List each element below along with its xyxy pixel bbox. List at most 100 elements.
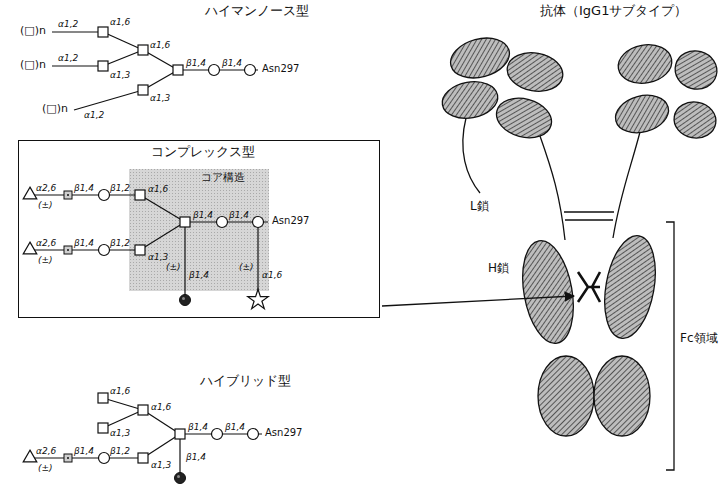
sugar-sq <box>135 245 145 255</box>
linkage-label: β1,4 <box>225 422 245 432</box>
sugar-ci <box>253 217 264 228</box>
sugar-ci <box>99 245 110 256</box>
domain-ellipse <box>671 99 719 142</box>
linkage-label: α1,6 <box>110 17 130 27</box>
sugar-sqs <box>64 454 72 462</box>
linkage-label: (□)n <box>20 25 46 38</box>
linkage-label: α2,6 <box>36 238 56 248</box>
fc-bracket <box>666 222 674 470</box>
domain-ellipse <box>611 90 672 139</box>
linkage-label: (±) <box>166 262 181 272</box>
sugar-sqs <box>64 191 72 199</box>
linkage-label: β1,4 <box>74 183 94 193</box>
glycosidic-bond <box>30 194 140 195</box>
linkage-label: α1,6 <box>150 40 170 50</box>
linkage-label: α1,3 <box>110 428 130 438</box>
sugar-ci <box>99 453 110 464</box>
core-shade-rect <box>129 169 269 291</box>
sugar-sq <box>98 423 108 433</box>
linkage-label: α1,6 <box>148 184 168 194</box>
sugar-sq <box>98 393 108 403</box>
linkage-label: α1,3 <box>151 460 171 470</box>
linkage-label: Asn297 <box>262 63 299 75</box>
domain-ellipse <box>671 46 721 94</box>
glycosidic-bond <box>103 32 143 50</box>
sugar-sq <box>138 453 148 463</box>
hinge-line <box>540 136 565 240</box>
sugar-tri <box>23 242 37 254</box>
ch3-domain <box>594 356 650 436</box>
ch2-domain <box>597 232 662 343</box>
sugar-sq <box>135 190 145 200</box>
figure-title: Fc領域 <box>680 332 718 346</box>
linkage-label: (±) <box>38 255 53 265</box>
glycosidic-bond <box>30 249 140 250</box>
figure-title: ハイブリッド型 <box>200 374 291 389</box>
linkage-label: α1,2 <box>84 110 104 120</box>
light-chain-line <box>463 118 480 193</box>
sugar-sq <box>180 217 190 227</box>
sugar-ci <box>209 65 220 76</box>
glycosidic-bond <box>30 457 143 458</box>
glycosidic-bond <box>140 195 185 222</box>
domain-ellipse <box>504 48 566 95</box>
sugar-ci <box>245 65 256 76</box>
type-title: コンプレックス型 <box>151 145 255 160</box>
domain-ellipse <box>492 92 556 143</box>
linkage-label: β1,4 <box>222 58 242 68</box>
linkage-label: Asn297 <box>272 215 309 227</box>
figure-title: 抗体（IgG1サブタイプ） <box>540 4 687 19</box>
type-box: コンプレックス型コア構造 <box>18 140 380 318</box>
linkage-label: β1,4 <box>229 210 249 220</box>
sugar-tri <box>23 187 37 199</box>
linkage-label: β1,4 <box>189 270 209 280</box>
antibody-figure <box>382 32 721 470</box>
sugar-sqs <box>64 246 72 254</box>
linkage-label: (□)n <box>20 59 46 72</box>
linkage-label: α1,6 <box>262 270 282 280</box>
linkage-label: α1,3 <box>150 93 170 103</box>
figure-title: ハイマンノース型 <box>205 4 309 19</box>
core-shade <box>129 169 269 291</box>
figure-title: H鎖 <box>488 262 509 276</box>
linkage-label: β1,4 <box>74 238 94 248</box>
glycosidic-bond <box>184 222 185 300</box>
domain-ellipse <box>446 32 514 84</box>
linkage-label: (±) <box>38 200 53 210</box>
linkage-label: β1,4 <box>74 446 94 456</box>
sugar-sq <box>138 85 148 95</box>
glycosidic-bond <box>52 65 103 66</box>
linkage-label: α2,6 <box>36 183 56 193</box>
fc-glycan <box>578 272 600 302</box>
sugar-bc <box>175 473 186 484</box>
domain-ellipse <box>439 77 500 122</box>
sugar-bc <box>180 295 191 306</box>
sugar-sq <box>138 405 148 415</box>
linkage-label: α2,6 <box>36 446 56 456</box>
sugar-tri <box>23 450 37 462</box>
glycosidic-bond <box>103 410 143 428</box>
sugar-sq <box>173 65 183 75</box>
linkage-label: β1,4 <box>186 58 206 68</box>
glycosidic-bond <box>103 50 143 66</box>
hinge-line <box>613 132 640 238</box>
linkage-label: β1,2 <box>110 446 130 456</box>
linkage-label: α1,3 <box>148 252 168 262</box>
figure-title: L鎖 <box>470 200 489 214</box>
linkage-label: β1,4 <box>186 452 206 462</box>
glycosidic-bond <box>103 398 143 410</box>
sugar-ci <box>217 217 228 228</box>
glycosidic-bond <box>52 31 103 32</box>
pointer-arrow <box>382 296 574 306</box>
disulfide-bond <box>564 212 614 220</box>
sugar-ci <box>248 429 259 440</box>
linkage-label: α1,2 <box>58 19 78 29</box>
sugar-sq <box>98 61 108 71</box>
sugar-sq <box>98 27 108 37</box>
linkage-label: β1,4 <box>188 422 208 432</box>
glycosidic-bond <box>74 90 143 110</box>
glycan-structures <box>23 27 268 484</box>
ch2-domain <box>515 237 580 348</box>
linkage-label: (±) <box>239 262 254 272</box>
